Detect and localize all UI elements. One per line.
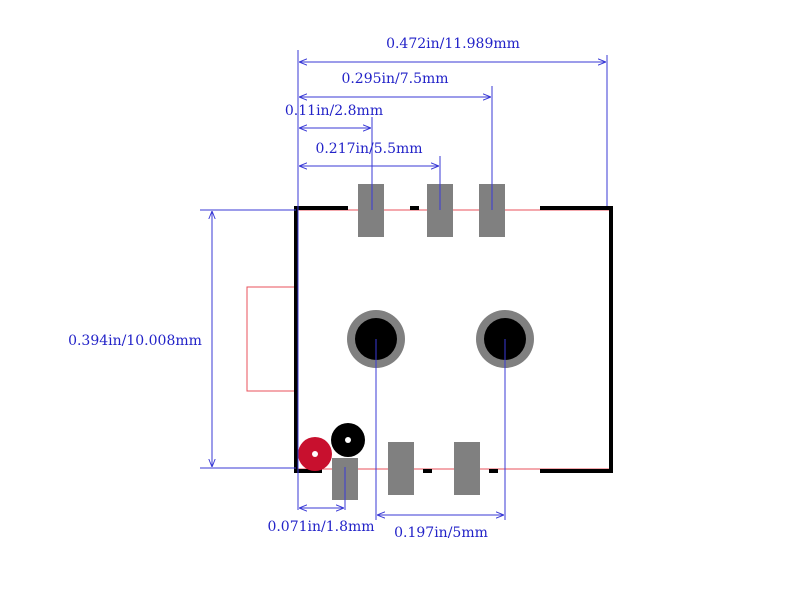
silk-top-left [294, 206, 348, 473]
dim-label-pad-span: 0.295in/7.5mm [341, 71, 448, 87]
pad-top-1 [358, 184, 384, 237]
courtyard-tab [246, 286, 298, 392]
silkscreen-outline [294, 206, 613, 473]
pin1-marker [298, 437, 332, 471]
dim-label-hole-spacing: 0.197in/5mm [394, 525, 488, 541]
pad-bottom-2 [388, 442, 414, 495]
dim-label-bottom-pad-offset: 0.071in/1.8mm [267, 519, 374, 535]
dim-label-pad-offset: 0.11in/2.8mm [285, 103, 383, 119]
pad-bottom-3 [454, 442, 480, 495]
silk-top-right [540, 206, 613, 473]
dim-label-mid-pad-span: 0.217in/5.5mm [315, 141, 422, 157]
fiducial-marker [331, 423, 365, 457]
dim-label-overall-width: 0.472in/11.989mm [386, 36, 520, 52]
dim-label-body-height: 0.394in/10.008mm [68, 333, 202, 349]
courtyard-outline [246, 209, 611, 470]
dimension-lines [200, 50, 608, 520]
